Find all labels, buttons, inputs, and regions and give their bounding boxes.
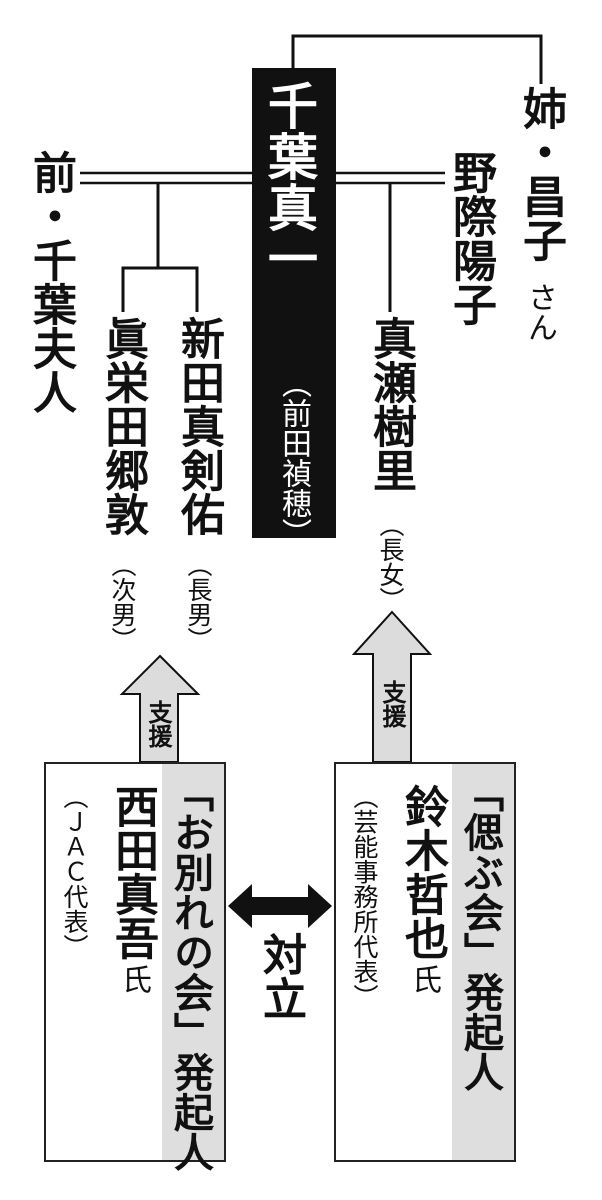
right-role: 「偲ぶ会」発起人	[457, 772, 503, 1092]
ex-wife-label: 野際陽子	[445, 150, 496, 326]
former-wife-double-line	[80, 171, 253, 185]
left-organizer-box: 「お別れの会」発起人 西田真吾 氏 （ＪＡＣ代表）	[44, 762, 226, 1172]
sister-suffix: さん	[522, 282, 557, 342]
daughter-role: （長女）	[376, 512, 405, 612]
left-organizer-name: 西田真吾	[107, 784, 158, 960]
daughter-name: 真瀬樹里	[365, 316, 416, 492]
sister-name: 姉・昌子	[515, 86, 566, 262]
right-organizer-name: 鈴木哲也	[397, 784, 448, 960]
eldest-son-name: 新田真剣佑	[173, 316, 224, 536]
ex-wife-double-line	[336, 171, 445, 185]
conflict-arrow	[228, 884, 332, 928]
right-organizer-suffix: 氏	[406, 964, 441, 994]
support-label-right: 支援	[378, 680, 406, 728]
conflict-label: 対立	[255, 932, 306, 1020]
left-organizer-affiliation: （ＪＡＣ代表）	[60, 784, 89, 959]
center-real-name: （前田禎穂）	[276, 368, 311, 548]
sons-connector	[121, 183, 199, 312]
second-son-name: 眞栄田郷敦	[97, 316, 148, 536]
left-role: 「お別れの会」発起人	[167, 772, 213, 1172]
left-organizer-suffix: 氏	[116, 964, 151, 994]
right-organizer-box: 「偲ぶ会」発起人 鈴木哲也 氏 （芸能事務所代表）	[334, 762, 516, 1162]
support-label-left: 支援	[144, 700, 172, 748]
left-role-band	[162, 764, 224, 1160]
eldest-son-role: （長男）	[184, 552, 213, 652]
second-son-role: （次男）	[108, 552, 137, 652]
former-wife-label: 前・千葉夫人	[25, 150, 76, 414]
sister-connector	[291, 34, 543, 84]
center-banner: 千葉真一 （前田禎穂）	[252, 68, 336, 548]
right-role-band	[452, 764, 514, 1160]
center-person-name: 千葉真一	[260, 80, 318, 284]
right-organizer-affiliation: （芸能事務所代表）	[350, 784, 379, 1009]
